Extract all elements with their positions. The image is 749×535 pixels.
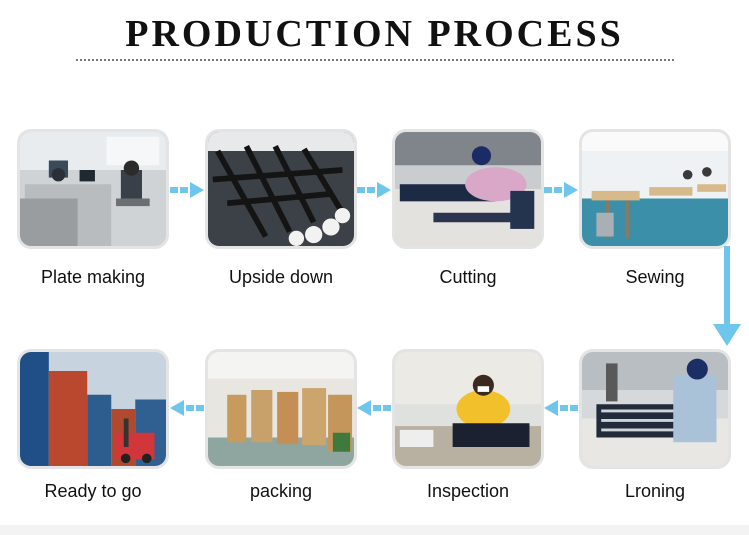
footer-strip [0, 525, 749, 535]
arrow-left-icon [544, 400, 578, 416]
arrow-right-icon [170, 182, 204, 198]
arrow-left-icon [170, 400, 204, 416]
step-label-inspection: Inspection [426, 481, 510, 501]
step-label-sewing: Sewing [625, 267, 685, 287]
sewing-photo [579, 129, 731, 249]
arrow-left-icon [357, 400, 391, 416]
arrow-right-icon [357, 182, 391, 198]
step-label-plate-making: Plate making [40, 267, 146, 287]
title-divider [76, 59, 674, 61]
upside-down-photo [205, 129, 357, 249]
step-label-packing: packing [249, 481, 313, 501]
step-label-upside-down: Upside down [228, 267, 334, 287]
ironing-photo [579, 349, 731, 469]
step-label-ironing: Lroning [624, 481, 686, 501]
cutting-photo [392, 129, 544, 249]
plate-making-photo [17, 129, 169, 249]
step-label-cutting: Cutting [439, 267, 497, 287]
step-label-ready-to-go: Ready to go [44, 481, 142, 501]
ready-to-go-photo [17, 349, 169, 469]
page-title: PRODUCTION PROCESS [125, 13, 624, 55]
inspection-photo [392, 349, 544, 469]
arrow-right-icon [544, 182, 578, 198]
packing-photo [205, 349, 357, 469]
arrow-down-icon [713, 246, 741, 346]
